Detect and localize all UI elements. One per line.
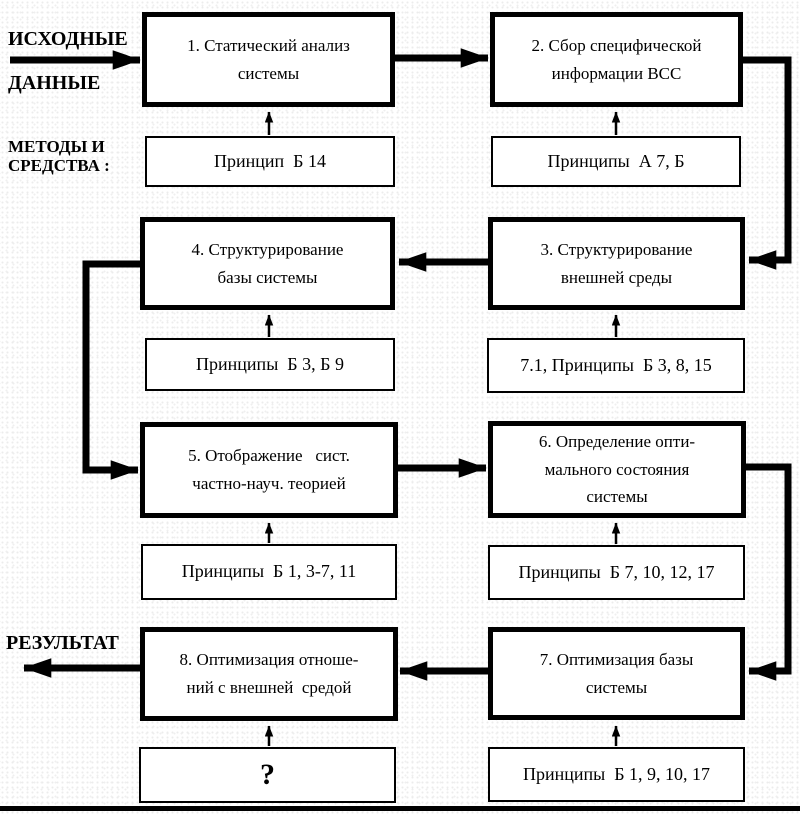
process-box-5-text: 5. Отображение сист. частно-науч. теорие… [188, 446, 350, 493]
method-box-1: Принцип Б 14 [145, 136, 395, 187]
method-box-5: Принципы Б 1, 3-7, 11 [141, 544, 397, 600]
arrow-box6-to-box7 [744, 463, 792, 681]
process-box-2: 2. Сбор специфической информации ВСС [490, 12, 743, 107]
method-box-4: Принципы Б 3, Б 9 [145, 338, 395, 391]
process-box-5: 5. Отображение сист. частно-науч. теорие… [140, 422, 398, 518]
question-mark-text: ? [260, 758, 275, 791]
method-box-3: 7.1, Принципы Б 3, 8, 15 [487, 338, 745, 393]
arrow-box2-to-box3 [740, 56, 792, 270]
process-box-7: 7. Оптимизация базы системы [488, 627, 745, 720]
method-box-1-text: Принцип Б 14 [214, 150, 326, 171]
method-box-6-text: Принципы Б 7, 10, 12, 17 [518, 561, 715, 582]
process-box-8: 8. Оптимизация отноше- ний с внешней сре… [140, 627, 398, 721]
methods-and-means-label: МЕТОДЫ И СРЕДСТВА : [8, 137, 110, 175]
process-box-8-text: 8. Оптимизация отноше- ний с внешней сре… [179, 650, 359, 697]
process-box-2-text: 2. Сбор специфической информации ВСС [531, 35, 702, 83]
process-box-6: 6. Определение опти- мального состояния … [488, 421, 746, 518]
method-box-4-text: Принципы Б 3, Б 9 [196, 353, 344, 374]
method-box-8-unknown: ? [139, 747, 396, 803]
method-box-2-text: Принципы А 7, Б [547, 150, 685, 171]
method-box-5-text: Принципы Б 1, 3-7, 11 [181, 561, 357, 582]
process-box-6-text: 6. Определение опти- мального состояния … [538, 432, 696, 507]
input-data-label-line2: ДАННЫЕ [8, 72, 101, 94]
input-data-label-line1: ИСХОДНЫЕ [8, 28, 128, 50]
process-box-4-text: 4. Структурирование базы системы [191, 239, 344, 287]
process-box-1-text: 1. Статический анализ системы [187, 35, 350, 83]
process-box-3: 3. Структурирование внешней среды [488, 217, 745, 310]
method-box-3-text: 7.1, Принципы Б 3, 8, 15 [520, 354, 712, 375]
process-box-1: 1. Статический анализ системы [142, 12, 395, 107]
process-box-7-text: 7. Оптимизация базы системы [539, 649, 694, 697]
method-box-7-text: Принципы Б 1, 9, 10, 17 [522, 763, 711, 784]
result-label: РЕЗУЛЬТАТ [6, 632, 119, 654]
process-box-3-text: 3. Структурирование внешней среды [540, 239, 693, 287]
bottom-rule [0, 806, 800, 811]
arrow-box4-to-box5 [82, 260, 142, 480]
method-box-7: Принципы Б 1, 9, 10, 17 [488, 747, 745, 802]
method-box-2: Принципы А 7, Б [491, 136, 741, 187]
method-box-6: Принципы Б 7, 10, 12, 17 [488, 545, 745, 600]
process-box-4: 4. Структурирование базы системы [140, 217, 395, 310]
